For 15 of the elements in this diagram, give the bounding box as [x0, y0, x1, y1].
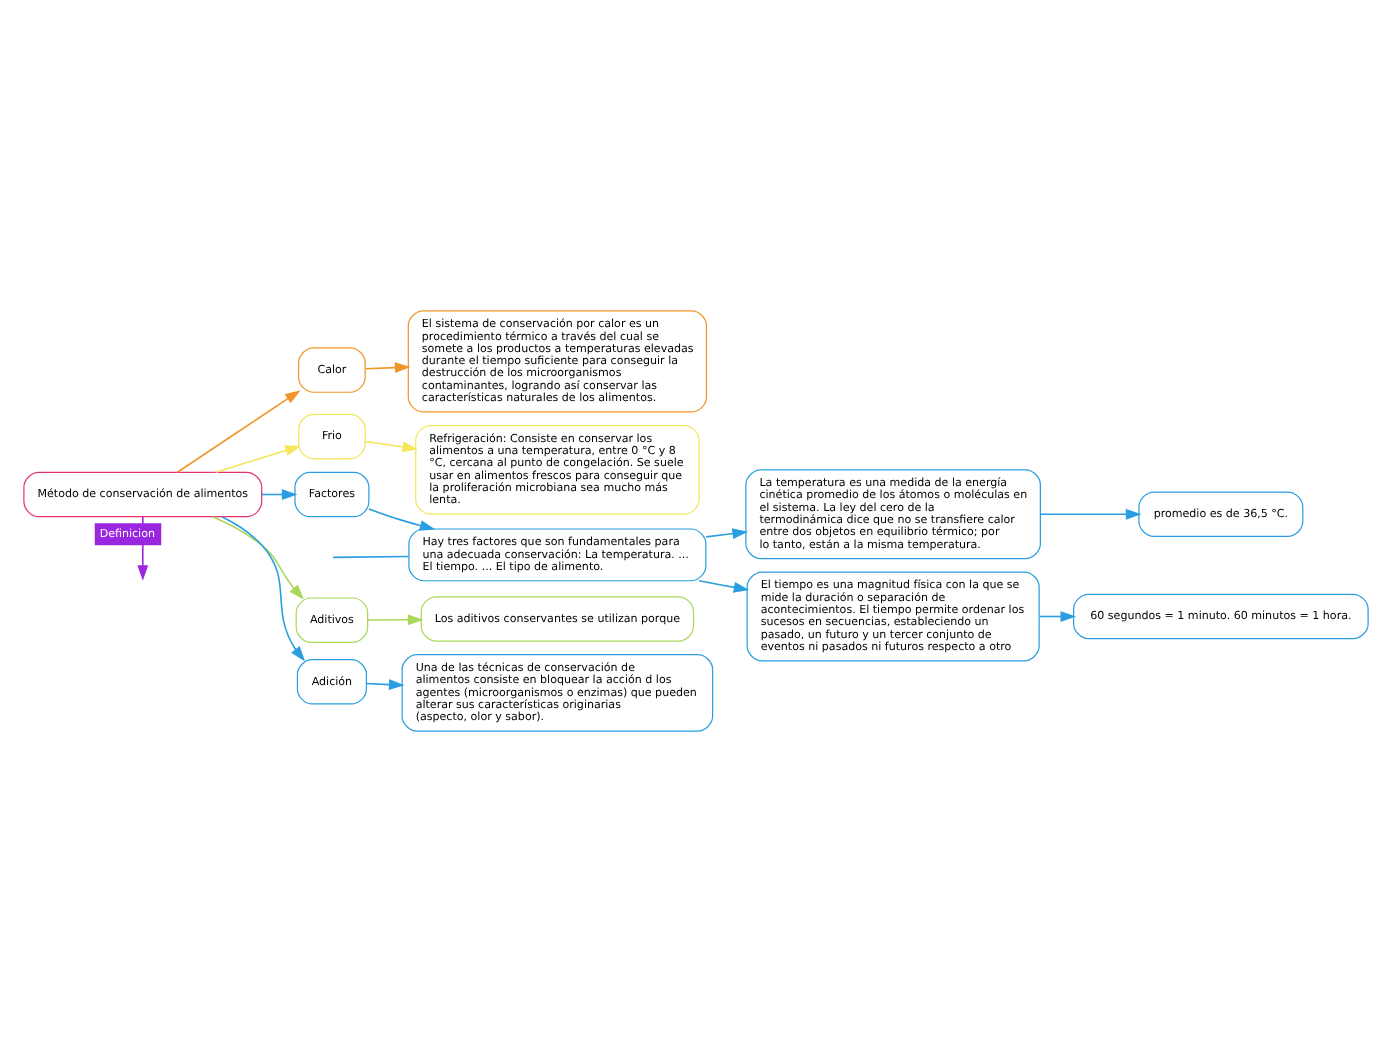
arrow — [365, 678, 405, 689]
arrow — [1040, 507, 1142, 519]
arrow — [1038, 610, 1076, 621]
arrow — [214, 444, 301, 473]
arrow — [212, 515, 304, 599]
connector — [332, 554, 410, 558]
arrow — [364, 439, 419, 452]
arrow — [221, 515, 306, 661]
arrow — [176, 389, 301, 473]
arrow — [705, 527, 748, 539]
arrow — [364, 361, 411, 373]
arrow — [367, 613, 424, 625]
arrow — [698, 579, 750, 592]
arrow — [260, 488, 298, 499]
arrow — [368, 507, 436, 530]
